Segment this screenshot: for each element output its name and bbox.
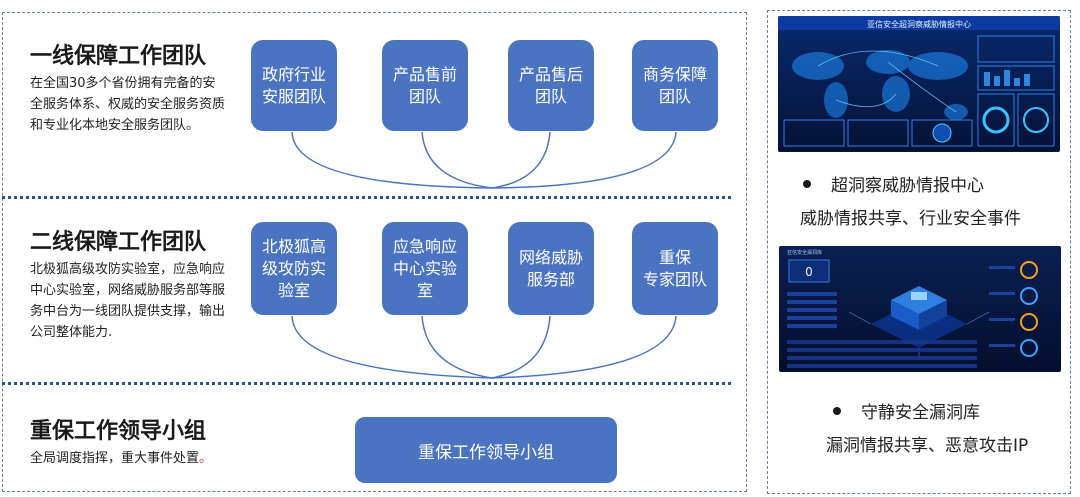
screen-title: 亚信安全超洞察威胁情报中心 <box>867 19 971 29</box>
bullet-dot-icon <box>803 180 811 188</box>
box-arctic-fox-lab: 北极狐高级攻防实验室 <box>251 222 337 315</box>
box-aftersales-team: 产品售后团队 <box>508 40 594 131</box>
bullet-text: 超洞察威胁情报中心 <box>831 176 984 196</box>
box-label: 验室 <box>277 280 310 300</box>
box-label: 应急响应 <box>392 236 457 256</box>
box-label: 团队 <box>408 86 441 106</box>
vuln-db-screen: 亚信安全漏洞库 0 <box>779 246 1061 372</box>
box-expert-team: 重保专家团队 <box>632 222 718 315</box>
screen-badge: 0 <box>805 265 813 279</box>
connector-1-1 <box>291 131 493 189</box>
section-desc-leadership: 全局调度指挥，重大事件处置。 <box>30 448 290 469</box>
team-structure-panel <box>2 12 747 492</box>
bullet-threat-intel: 超洞察威胁情报中心 <box>803 171 984 196</box>
box-label: 产品售后 <box>518 64 583 84</box>
box-business-team: 商务保障团队 <box>632 40 718 131</box>
bullet-text: 守静安全漏洞库 <box>861 403 980 423</box>
box-label: 北极狐高 <box>261 236 326 256</box>
connector-lines <box>291 131 677 379</box>
screen-title: 亚信安全漏洞库 <box>787 249 822 256</box>
vuln-db-dashboard-image: 亚信安全漏洞库 0 <box>779 246 1061 372</box>
leader-box: 重保工作领导小组 <box>355 417 617 483</box>
connector-1-4 <box>491 131 677 189</box>
box-label: 网络威胁 <box>518 247 583 267</box>
box-label: 室 <box>416 280 433 300</box>
section-desc-second-line: 北极狐高级攻防实验室，应急响应中心实验室，网络威胁服务部等服务中台为一线团队提供… <box>30 262 226 340</box>
box-label: 安服团队 <box>261 86 326 106</box>
box-threat-service-dept: 网络威胁服务部 <box>508 222 594 315</box>
section-separator-2 <box>2 382 731 385</box>
box-label: 级攻防实 <box>261 258 326 278</box>
box-label: 专家团队 <box>642 269 707 289</box>
platform-panel <box>767 10 1071 494</box>
connector-2-3 <box>491 315 551 379</box>
connector-1-3 <box>491 131 551 189</box>
box-label: 政府行业 <box>261 64 326 84</box>
bullet-dot-icon <box>833 407 841 415</box>
section-title-second-line: 二线保障工作团队 <box>30 230 207 255</box>
box-label: 产品售前 <box>392 64 457 84</box>
box-presales-team: 产品售前团队 <box>382 40 468 131</box>
sub-threat-intel: 威胁情报共享、行业安全事件 <box>800 209 1021 229</box>
connector-2-4 <box>491 315 677 379</box>
box-label: 商务保障 <box>642 64 707 84</box>
section-title-first-line: 一线保障工作团队 <box>30 44 207 69</box>
box-label: 中心实验 <box>392 258 457 278</box>
connector-2-2 <box>421 315 493 379</box>
box-emergency-lab: 应急响应中心实验室 <box>382 222 468 315</box>
box-label: 服务部 <box>526 269 575 289</box>
box-label: 重保 <box>658 247 691 267</box>
connector-1-2 <box>421 131 493 189</box>
section-title-leadership: 重保工作领导小组 <box>30 419 207 444</box>
desc-text: 全局调度指挥，重大事件处置 <box>30 451 200 466</box>
section-desc-first-line: 在全国30多个省份拥有完备的安全服务体系、权威的安全服务资质和专业化本地安全服务… <box>30 76 226 133</box>
box-label: 团队 <box>534 86 567 106</box>
box-label: 团队 <box>658 86 691 106</box>
sub-vuln-db: 漏洞情报共享、恶意攻击IP <box>826 436 1029 456</box>
box-gov-industry-team: 政府行业安服团队 <box>251 40 337 131</box>
desc-tail: 。 <box>199 451 213 466</box>
threat-intel-dashboard-image: 亚信安全超洞察威胁情报中心 <box>778 16 1060 152</box>
section-separator-1 <box>2 196 731 199</box>
threat-intel-screen: 亚信安全超洞察威胁情报中心 <box>778 16 1060 152</box>
bullet-vuln-db: 守静安全漏洞库 <box>833 398 980 423</box>
connector-2-1 <box>291 315 493 379</box>
